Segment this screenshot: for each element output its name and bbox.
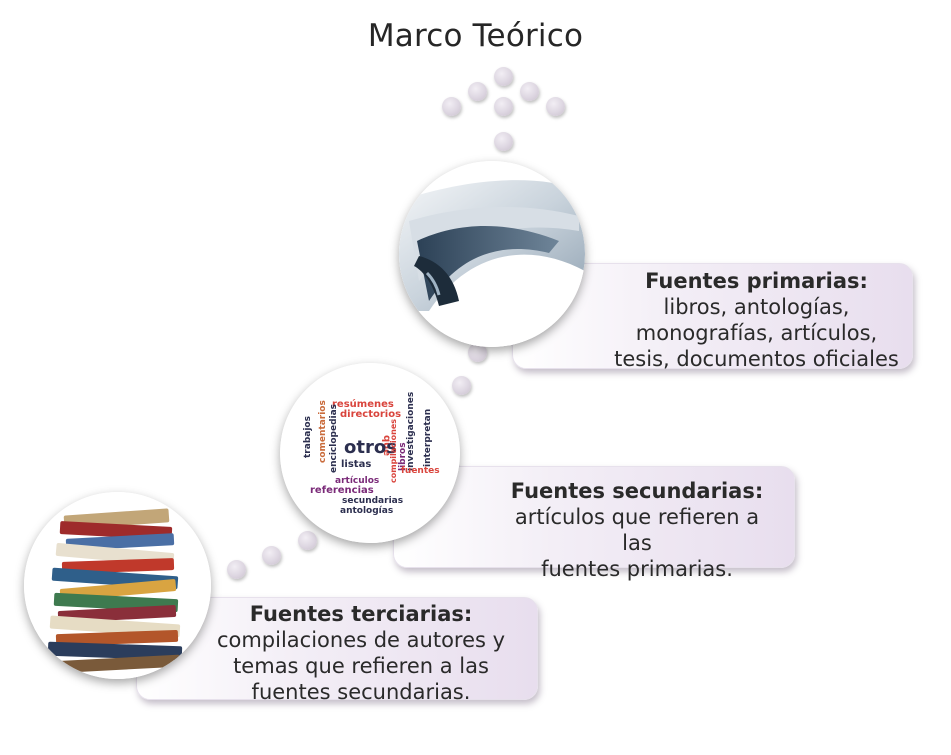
connector-dot bbox=[452, 376, 471, 395]
open-book-image bbox=[399, 161, 585, 347]
connector-dot bbox=[262, 546, 281, 565]
word-cloud-word: que bbox=[381, 435, 392, 456]
card-line: fuentes secundarias. bbox=[251, 680, 471, 704]
connector-dot bbox=[442, 97, 461, 116]
connector-dot bbox=[546, 97, 565, 116]
word-cloud-word: resúmenes bbox=[332, 398, 394, 410]
word-cloud-word: compilaciones bbox=[389, 419, 398, 483]
card-heading: Fuentes primarias: bbox=[645, 269, 868, 293]
word-cloud-word: investigaciones bbox=[406, 392, 416, 471]
word-cloud-word: antologías bbox=[340, 506, 393, 516]
word-cloud-word: libros bbox=[398, 442, 408, 471]
card-secondary-sources: Fuentes secundarias: artículos que refie… bbox=[393, 466, 795, 581]
connector-dot bbox=[494, 67, 513, 86]
card-line: tesis, documentos oficiales bbox=[614, 347, 899, 371]
word-cloud-word: directorios bbox=[340, 409, 401, 420]
word-cloud-word: trabajos bbox=[303, 416, 313, 458]
word-cloud-word: artículos bbox=[335, 476, 379, 486]
word-cloud-word: enciclopedias bbox=[329, 404, 339, 473]
card-line: libros, antologías, bbox=[663, 295, 850, 319]
connector-dot bbox=[298, 531, 317, 550]
connector-dot bbox=[227, 560, 246, 579]
connector-dot bbox=[494, 132, 513, 151]
card-heading: Fuentes secundarias: bbox=[510, 479, 764, 503]
connector-dot bbox=[468, 343, 487, 362]
diagram-title: Marco Teórico bbox=[367, 18, 584, 54]
word-cloud-word: secundarias bbox=[342, 496, 403, 506]
card-line: monografías, artículos, bbox=[635, 321, 878, 345]
word-cloud-word: fuentes bbox=[401, 466, 440, 476]
card-line: compilaciones de autores y bbox=[216, 628, 506, 652]
word-cloud-word: listas bbox=[341, 459, 371, 470]
card-heading: Fuentes terciarias: bbox=[249, 602, 473, 626]
card-tertiary-sources: Fuentes terciarias: compilaciones de aut… bbox=[136, 597, 538, 704]
card-primary-sources: Fuentes primarias: libros, antologías, m… bbox=[512, 263, 913, 371]
connector-dot bbox=[494, 97, 513, 116]
card-line: temas que refieren a las bbox=[233, 654, 489, 678]
book-stack-image bbox=[24, 492, 211, 679]
connector-dot bbox=[520, 82, 539, 101]
connector-dot bbox=[468, 82, 487, 101]
word-cloud-image: resúmenes directorios comentarios trabaj… bbox=[280, 363, 460, 543]
word-cloud-word: referencias bbox=[310, 485, 374, 496]
word-cloud-word: otros bbox=[344, 437, 397, 458]
word-cloud-word: comentarios bbox=[318, 400, 328, 463]
card-line: artículos que refieren a las bbox=[514, 505, 760, 555]
word-cloud-word: interpretan bbox=[423, 409, 433, 467]
card-line: fuentes primarias. bbox=[541, 557, 733, 581]
